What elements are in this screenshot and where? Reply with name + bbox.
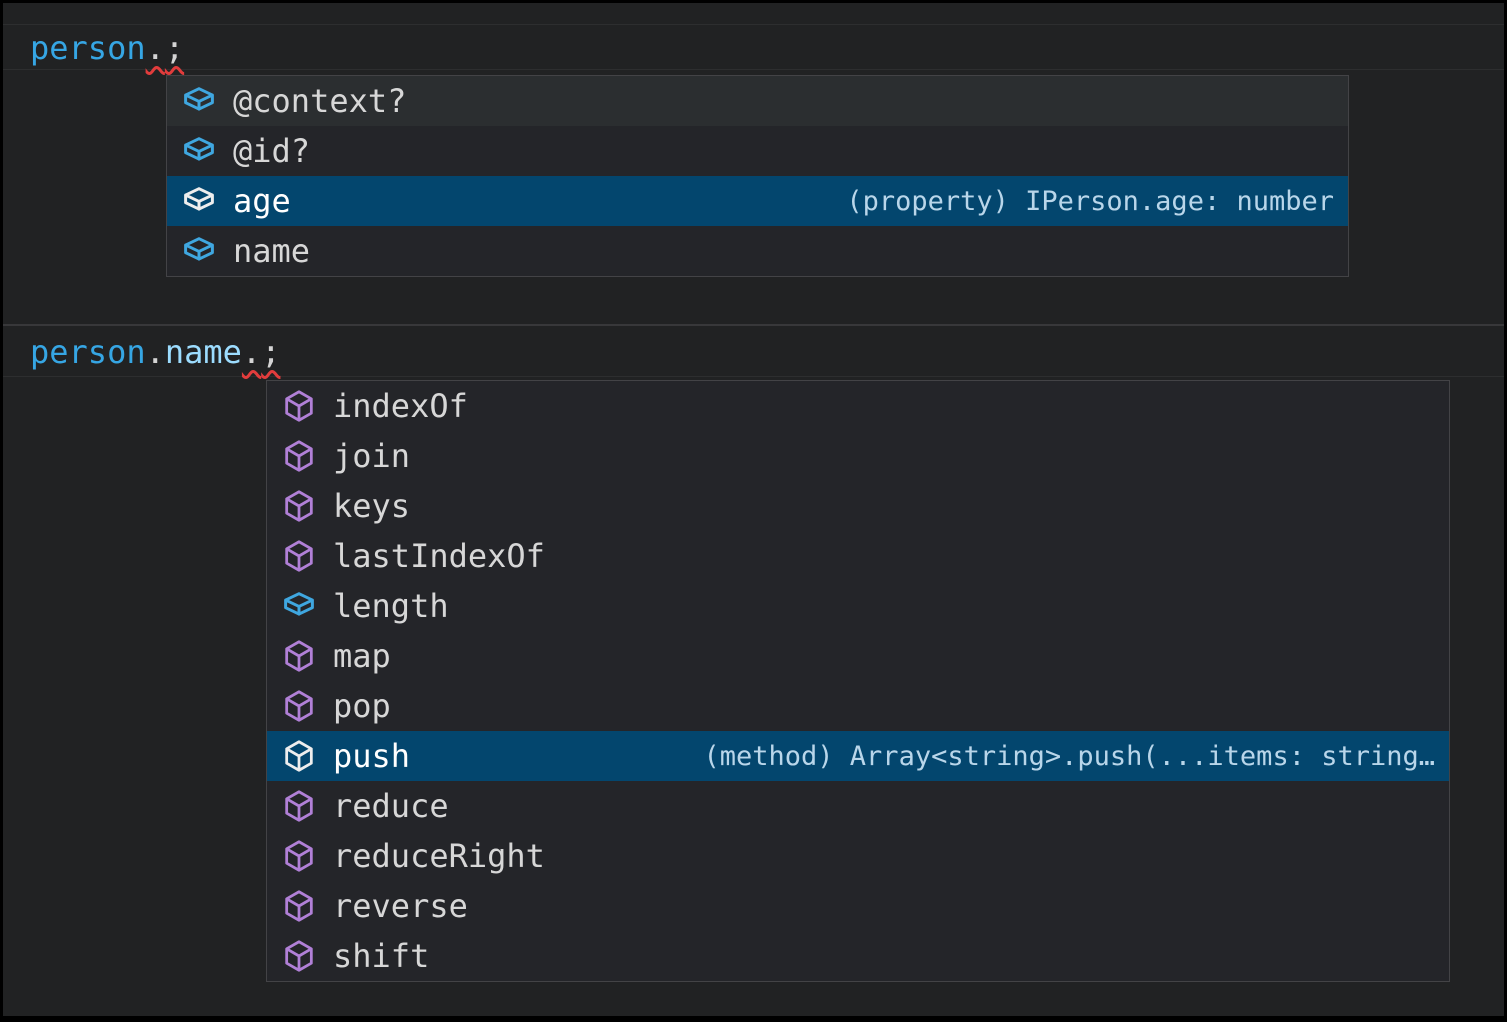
- suggestion-label: age: [233, 182, 291, 220]
- code-line-2[interactable]: person.name.;: [3, 327, 1504, 377]
- suggestion-item-lastindexof[interactable]: lastIndexOf: [267, 531, 1449, 581]
- method-icon: [285, 890, 313, 922]
- suggestion-item-reduce[interactable]: reduce: [267, 781, 1449, 831]
- method-icon: [285, 640, 313, 672]
- suggestion-label: indexOf: [333, 387, 468, 425]
- suggestion-label: shift: [333, 937, 430, 975]
- suggestion-item-age[interactable]: age (property) IPerson.age: number: [167, 176, 1348, 226]
- method-icon: [285, 790, 313, 822]
- code-token: .: [145, 29, 165, 67]
- field-icon: [284, 592, 314, 616]
- suggestion-item-reduceright[interactable]: reduceRight: [267, 831, 1449, 881]
- suggestion-label: push: [333, 737, 411, 775]
- suggestion-label: lastIndexOf: [333, 537, 545, 575]
- suggestion-item-push[interactable]: push (method) Array<string>.push(...items…: [267, 731, 1449, 781]
- suggestion-label: @context?: [233, 82, 407, 120]
- suggestion-label: join: [333, 437, 411, 475]
- suggestion-item-reverse[interactable]: reverse: [267, 881, 1449, 931]
- suggestion-item-length[interactable]: length: [267, 581, 1449, 631]
- method-icon: [285, 840, 313, 872]
- code-editor[interactable]: person.; @context? @id? age (property) IPer…: [3, 3, 1504, 1016]
- code-token: .: [145, 333, 165, 371]
- method-icon: [285, 740, 313, 772]
- suggestion-label: map: [333, 637, 391, 675]
- suggest-widget-1: @context? @id? age (property) IPerson.age: …: [166, 75, 1349, 277]
- suggestion-item-pop[interactable]: pop: [267, 681, 1449, 731]
- method-icon: [285, 540, 313, 572]
- code-token: person: [30, 333, 146, 371]
- code-token: person: [30, 29, 146, 67]
- method-icon: [285, 490, 313, 522]
- method-icon: [285, 440, 313, 472]
- code-token: .: [241, 333, 262, 371]
- suggestion-item-shift[interactable]: shift: [267, 931, 1449, 981]
- field-icon: [184, 137, 214, 161]
- field-icon: [184, 187, 214, 211]
- suggestion-item-name[interactable]: name: [167, 226, 1348, 276]
- suggestion-label: name: [233, 232, 311, 270]
- suggestion-item-keys[interactable]: keys: [267, 481, 1449, 531]
- method-icon: [285, 940, 313, 972]
- method-icon: [285, 690, 313, 722]
- suggest-widget-2: indexOf join keys lastIndexOf length map pop pu…: [266, 380, 1450, 982]
- section-divider: [3, 324, 1504, 326]
- code-token: ;: [164, 29, 185, 67]
- field-icon: [184, 87, 214, 111]
- method-icon: [285, 390, 313, 422]
- suggestion-detail: (method) Array<string>.push(...items: st…: [703, 740, 1436, 772]
- code-token: ;: [261, 333, 281, 371]
- suggestion-label: reduce: [333, 787, 449, 825]
- suggestion-item-join[interactable]: join: [267, 431, 1449, 481]
- code-token: name: [164, 333, 242, 371]
- field-icon: [184, 237, 214, 261]
- suggestion-label: @id?: [233, 132, 311, 170]
- suggestion-label: pop: [333, 687, 391, 725]
- suggestion-item-map[interactable]: map: [267, 631, 1449, 681]
- suggestion-item-id[interactable]: @id?: [167, 126, 1348, 176]
- suggestion-label: length: [333, 587, 449, 625]
- code-line-1[interactable]: person.;: [3, 24, 1504, 70]
- suggestion-label: reverse: [333, 887, 468, 925]
- suggestion-item-context[interactable]: @context?: [167, 76, 1348, 126]
- suggestion-label: keys: [333, 487, 411, 525]
- suggestion-item-indexof[interactable]: indexOf: [267, 381, 1449, 431]
- suggestion-detail: (property) IPerson.age: number: [846, 185, 1334, 217]
- suggestion-label: reduceRight: [333, 837, 545, 875]
